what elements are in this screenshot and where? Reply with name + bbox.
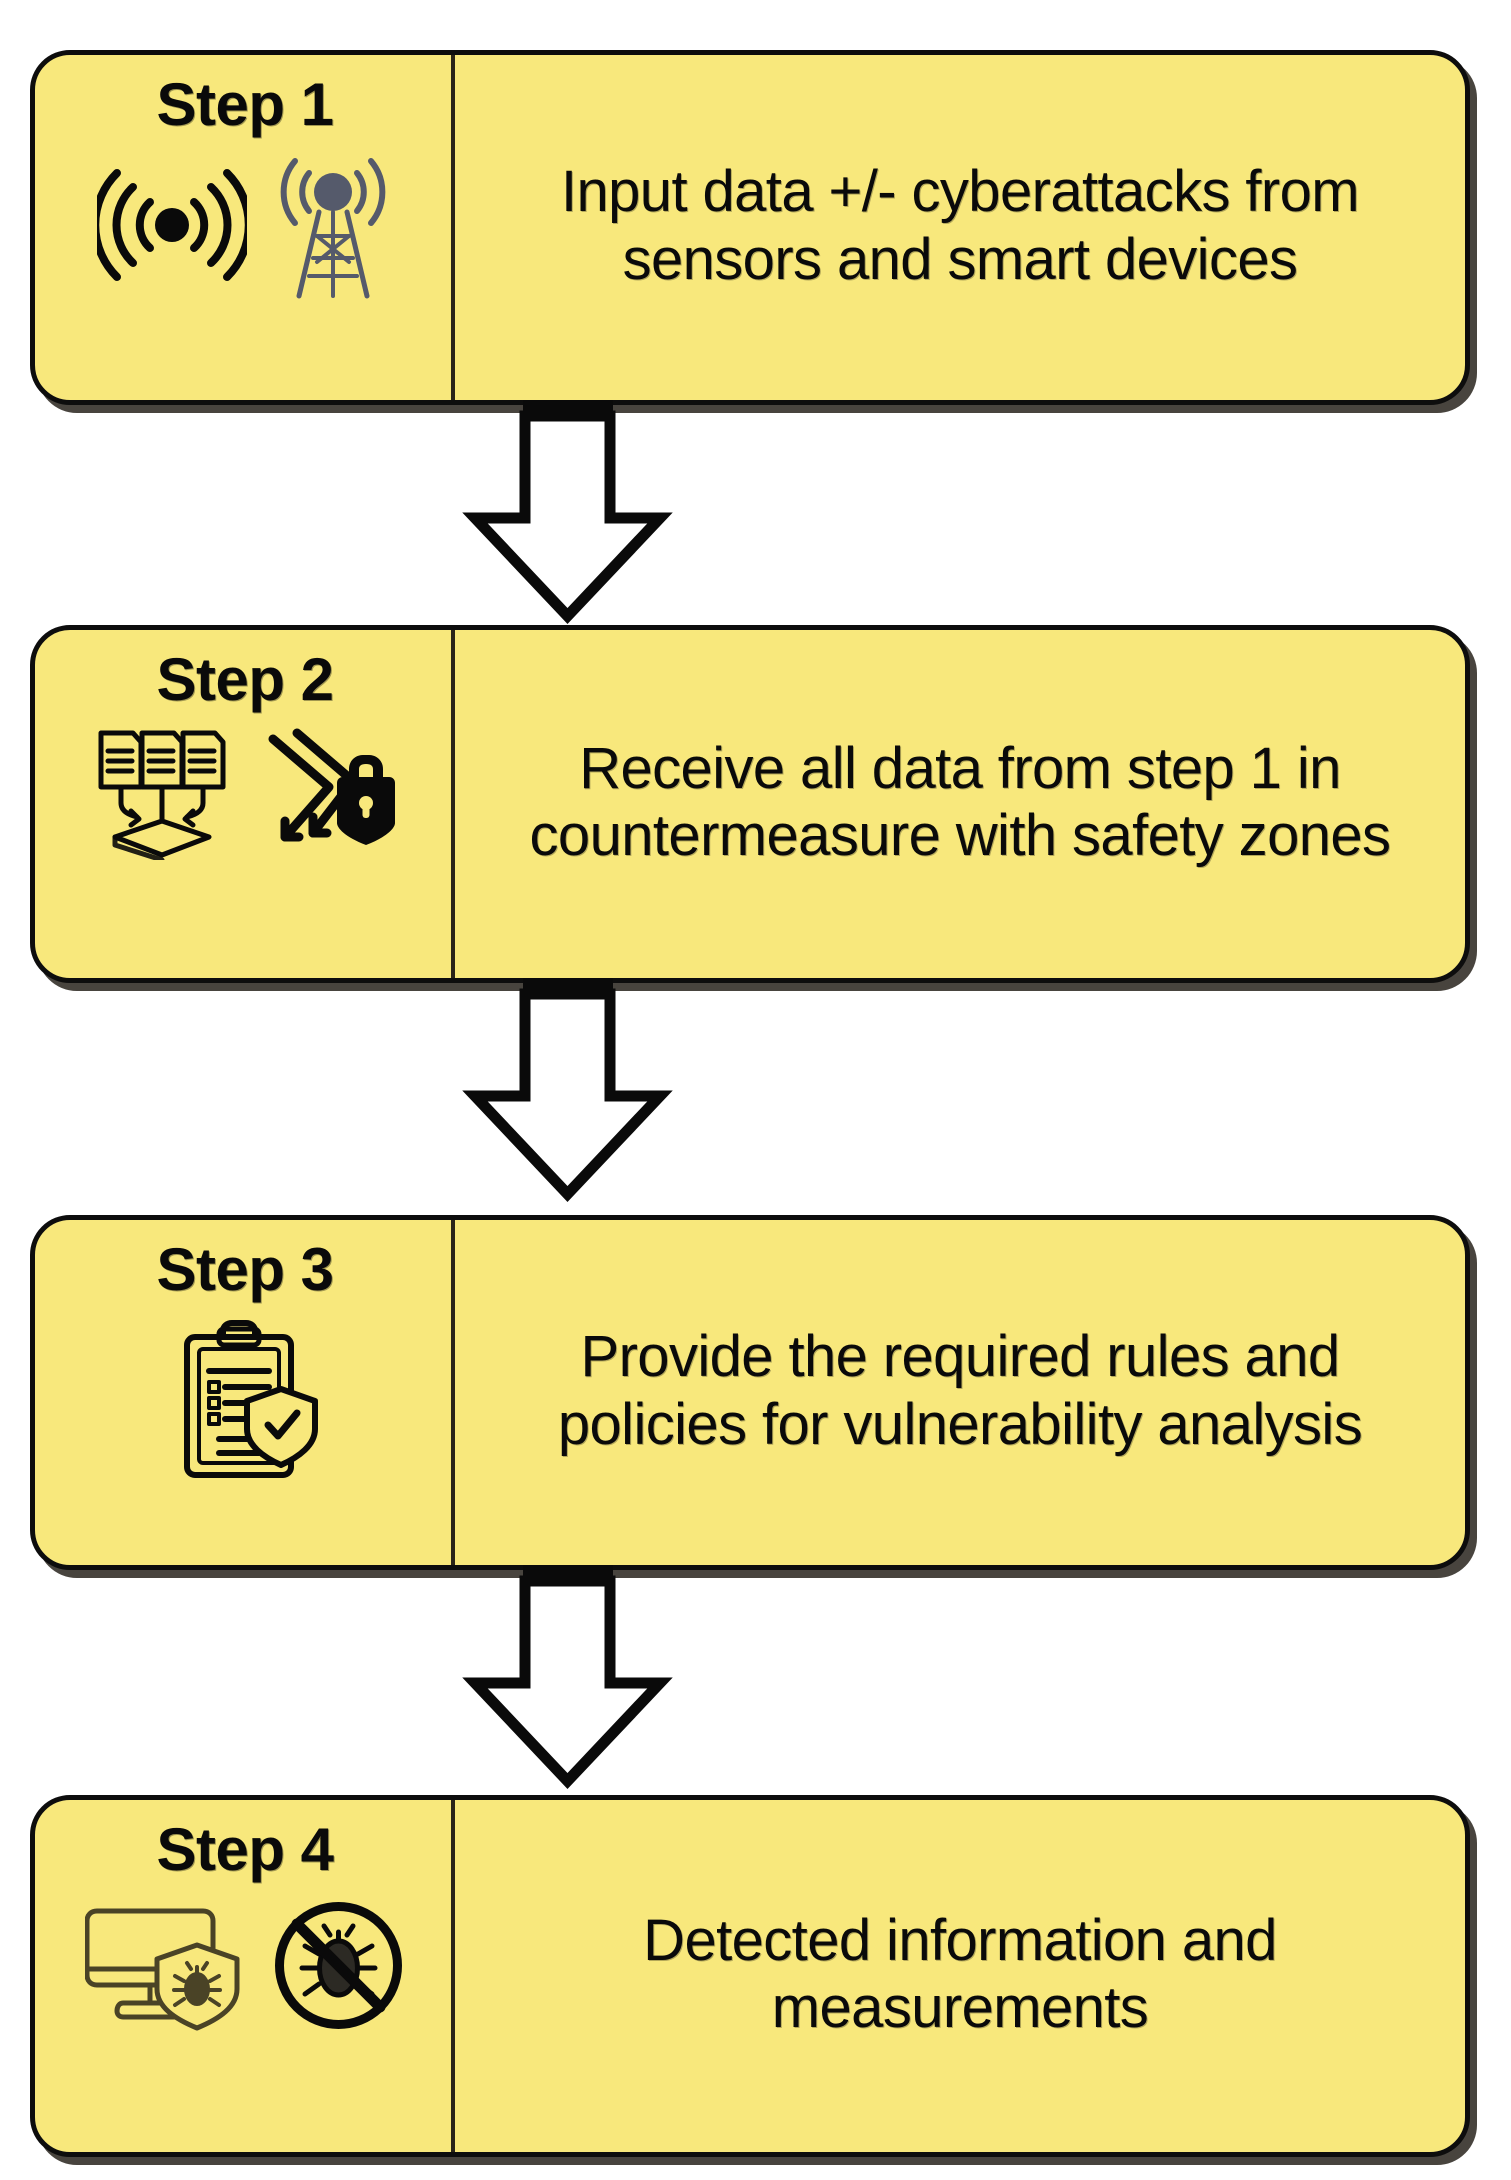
connector-step3-to-step4	[455, 1565, 680, 1790]
step-2-left-column: Step 2	[35, 630, 455, 978]
step-1-icon-group	[91, 150, 393, 300]
down-arrow-icon	[462, 400, 673, 625]
step-3-left-column: Step 3	[35, 1220, 455, 1565]
antenna-tower-icon	[273, 150, 393, 300]
step-1-left-column: Step 1	[35, 55, 455, 400]
step-3-label: Step 3	[156, 1236, 334, 1303]
step-box-3: Step 3	[30, 1215, 1470, 1570]
step-1-text: Input data +/- cyberattacks from sensors…	[560, 159, 1360, 292]
down-arrow-icon	[462, 1565, 673, 1790]
step-1-label: Step 1	[156, 71, 334, 138]
step-2-text-column: Receive all data from step 1 in counterm…	[455, 630, 1465, 978]
step-4-text: Detected information and measurements	[643, 1907, 1277, 2040]
step-3-text: Provide the required rules and policies …	[557, 1324, 1363, 1457]
step-4-left-column: Step 4	[35, 1800, 455, 2152]
down-arrow-icon	[462, 978, 673, 1203]
step-4-label: Step 4	[156, 1816, 334, 1883]
step-2-icon-group	[87, 725, 403, 863]
data-aggregation-documents-icon	[87, 725, 237, 863]
clipboard-shield-check-icon	[165, 1315, 325, 1485]
connector-step2-to-step3	[455, 978, 680, 1203]
blocked-attack-lock-icon	[263, 725, 403, 860]
step-box-2: Step 2	[30, 625, 1470, 983]
monitor-bug-shield-icon	[84, 1895, 245, 2035]
step-4-text-column: Detected information and measurements	[455, 1800, 1465, 2152]
step-3-icon-group	[165, 1315, 325, 1485]
connector-step1-to-step2	[455, 400, 680, 625]
step-1-text-column: Input data +/- cyberattacks from sensors…	[455, 55, 1465, 400]
step-2-text: Receive all data from step 1 in counterm…	[529, 735, 1392, 868]
step-4-icon-group	[84, 1895, 406, 2035]
step-box-4: Step 4	[30, 1795, 1470, 2157]
step-2-label: Step 2	[156, 646, 334, 713]
step-box-1: Step 1	[30, 50, 1470, 405]
wireless-signal-icon	[91, 160, 253, 290]
no-bug-prohibited-icon	[271, 1898, 406, 2033]
step-3-text-column: Provide the required rules and policies …	[455, 1220, 1465, 1565]
